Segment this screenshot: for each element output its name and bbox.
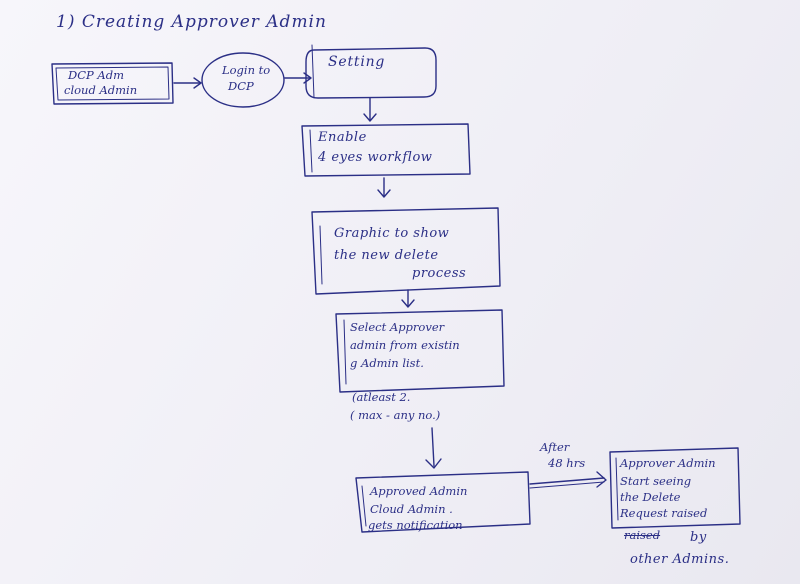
box-notify: [355, 471, 531, 533]
ellipse-login: [201, 52, 285, 108]
note-footer-strike: raised: [624, 528, 661, 542]
node-graphic-line2: the new delete: [334, 248, 439, 263]
note-after-line1: After: [540, 440, 570, 454]
node-start-line2: Start seeing: [620, 474, 692, 488]
arrow-notify-to-start: [529, 477, 605, 485]
node-enable-line1: Enable: [318, 130, 367, 145]
node-notify-line3: gets notification: [368, 518, 463, 532]
note-footer-line2: other Admins.: [630, 552, 730, 567]
box-select: [335, 309, 505, 393]
node-select-line2: admin from existin: [350, 338, 460, 352]
box-enable: [301, 123, 471, 177]
node-login-line2: DCP: [228, 79, 254, 93]
note-footer-line1: by: [690, 530, 707, 545]
note-atleast-line2: ( max - any no.): [350, 408, 441, 422]
box-start: [609, 447, 741, 529]
node-setting-line1: Setting: [328, 54, 386, 70]
node-graphic-line3: process: [412, 266, 467, 281]
page-title: 1) Creating Approver Admin: [56, 12, 327, 32]
node-notify-line1: Approved Admin: [370, 484, 468, 498]
box-dcp-admin: [51, 62, 174, 105]
node-start-line3: the Delete: [620, 490, 681, 504]
box-graphic: [311, 207, 501, 295]
node-login-line1: Login to: [222, 63, 271, 77]
note-after-line2: 48 hrs: [548, 456, 586, 470]
node-start-line4: Request raised: [620, 506, 708, 520]
node-dcp-admin-line2: cloud Admin: [64, 83, 138, 97]
node-select-line1: Select Approver: [350, 320, 445, 334]
node-start-line1: Approver Admin: [620, 456, 716, 470]
note-atleast-line1: (atleast 2.: [352, 390, 411, 404]
node-graphic-line1: Graphic to show: [334, 226, 450, 241]
node-select-line3: g Admin list.: [350, 356, 424, 370]
arrow-select-to-notify: [431, 427, 435, 467]
node-notify-line2: Cloud Admin .: [370, 502, 453, 516]
box-setting: [305, 47, 437, 99]
node-enable-line2: 4 eyes workflow: [318, 150, 433, 165]
node-dcp-admin-line1: DCP Adm: [68, 68, 124, 82]
